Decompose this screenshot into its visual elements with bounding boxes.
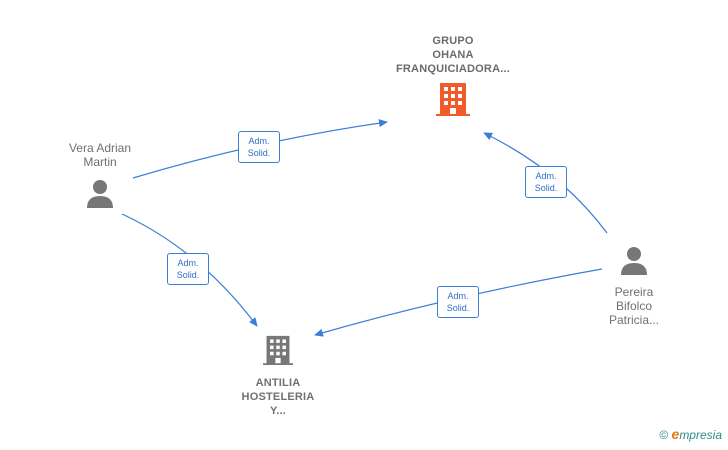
person-icon xyxy=(87,180,113,208)
person-name: Pereira Bifolco Patricia... xyxy=(608,285,659,327)
edge-label[interactable]: Adm. Solid. xyxy=(167,253,209,285)
company-node-grupo-ohana[interactable]: GRUPO OHANA FRANQUICIADORA... xyxy=(373,34,533,121)
edge-label-line: Solid. xyxy=(247,148,271,158)
edge-label-line: Solid. xyxy=(534,183,558,193)
building-icon xyxy=(263,335,293,365)
empresia-watermark: © empresia xyxy=(659,426,722,442)
edge-label[interactable]: Adm. Solid. xyxy=(238,131,280,163)
edge-label-line: Solid. xyxy=(176,270,200,280)
edge-label-line: Solid. xyxy=(446,303,470,313)
edge-label-line: Adm. xyxy=(177,258,199,268)
edge-label[interactable]: Adm. Solid. xyxy=(525,166,567,198)
empresia-logo-initial: e xyxy=(671,426,680,442)
edge-label[interactable]: Adm. Solid. xyxy=(437,286,479,318)
edge-label-line: Adm. xyxy=(535,171,557,181)
empresia-logo-text: mpresia xyxy=(679,428,722,442)
edge-label-line: Adm. xyxy=(447,291,469,301)
company-name: ANTILIA HOSTELERIA Y... xyxy=(241,377,315,417)
building-icon xyxy=(436,83,470,116)
company-node-antilia[interactable]: ANTILIA HOSTELERIA Y... xyxy=(228,333,328,418)
person-node-vera-adrian[interactable]: Vera Adrian Martin xyxy=(50,141,150,213)
person-icon xyxy=(621,247,647,275)
company-name: GRUPO OHANA FRANQUICIADORA... xyxy=(395,35,510,75)
person-node-pereira-bifolco[interactable]: Pereira Bifolco Patricia... xyxy=(584,245,684,327)
copyright-symbol: © xyxy=(659,428,669,442)
person-name: Vera Adrian Martin xyxy=(68,141,132,169)
edge-label-line: Adm. xyxy=(248,136,270,146)
